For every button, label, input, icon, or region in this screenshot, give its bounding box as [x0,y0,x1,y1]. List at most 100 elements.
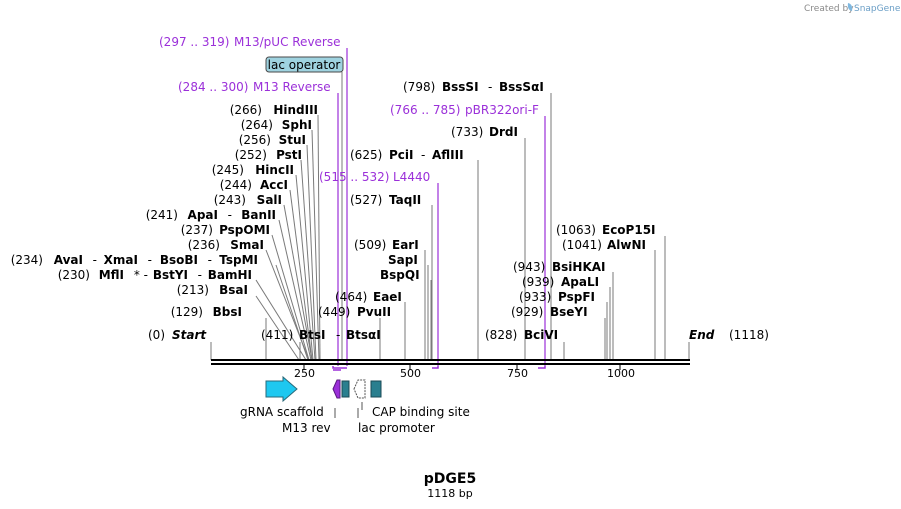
enzyme-position: (798) [403,80,435,94]
enzyme-position: (929) [511,305,543,319]
snapgene-leaf-icon [847,3,853,11]
enzyme-position: (230) [58,268,90,282]
M13-rev-feature [332,379,341,399]
enzyme-name: PciI [389,148,414,162]
enzyme-position: (264) [241,118,273,132]
enzyme-separator: - [198,268,202,282]
enzyme-name: BsaI [219,283,248,297]
enzyme-name: HincII [255,163,294,177]
enzyme-position: (527) [350,193,382,207]
enzyme-name: ApaLI [561,275,599,289]
start-position: (0) [148,328,165,342]
ruler [303,365,621,370]
lac-operator-feature: lac operator [265,56,344,73]
enzyme-name: BtsαI [346,328,381,342]
enzyme-separator: - [208,253,212,267]
enzyme-name: MflI [99,268,124,282]
enzyme-position: (129) [171,305,203,319]
enzyme-position: (241) [146,208,178,222]
enzyme-name: AlwNI [607,238,646,252]
enzyme-separator: - [228,208,232,222]
feature-label: lac operator [268,58,341,72]
enzyme-separator: - [93,253,97,267]
enzyme-position: (733) [451,125,483,139]
enzyme-position: (943) [513,260,545,274]
feature-leaders [334,402,363,418]
credit-brand: SnapGene [854,4,901,14]
primer-range: (766 .. 785) [390,103,460,117]
enzyme-position: (933) [519,290,551,304]
enzyme-position: (256) [239,133,271,147]
enzyme-position: (236) [188,238,220,252]
enzyme-name: SphI [282,118,312,132]
primer-name: M13/pUC Reverse [234,35,341,49]
enzyme-name: BssSI [442,80,479,94]
enzyme-position: (464) [335,290,367,304]
gRNA-scaffold-feature [265,375,298,403]
enzyme-name: BseYI [550,305,588,319]
enzyme-name: DrdI [489,125,518,139]
enzyme-name: StuI [279,133,306,147]
credit-text: Created by [804,4,854,14]
enzyme-position: (828) [485,328,517,342]
enzyme-name: BsoBI [160,253,198,267]
enzyme-position: (234) [11,253,43,267]
gRNA-scaffold-label: gRNA scaffold [240,405,324,419]
enzyme-name: PvuII [357,305,391,319]
enzyme-position: (1063) [556,223,596,237]
enzyme-position: (266) [230,103,262,117]
enzyme-name: BtsI [299,328,326,342]
enzyme-name: BsiHKAI [552,260,606,274]
enzyme-separator: - [421,148,425,162]
end-position: (1118) [729,328,769,342]
enzyme-name: BamHI [208,268,252,282]
enzyme-name: SmaI [230,238,264,252]
enzyme-separator: - [336,328,340,342]
enzyme-position: (243) [214,193,246,207]
enzyme-name: HindIII [273,103,318,117]
dna-backbone [211,359,690,365]
enzyme-name: BanII [241,208,276,222]
enzyme-separator: - [488,80,492,94]
right-enzyme-labels: (411) BtsI - BtsαI (449) PvuII (464) Eae… [261,80,656,342]
tick-label: 500 [400,367,421,380]
enzyme-position: (213) [177,283,209,297]
left-enzyme-labels: BbsI (129) BsaI (213) BamHI - BstYI * - … [11,103,318,319]
primer-labels: (297 .. 319) M13/pUC Reverse (284 .. 300… [159,35,539,184]
enzyme-name: PspOMI [219,223,270,237]
enzyme-name: BssSαI [499,80,544,94]
tick-label: 1000 [607,367,635,380]
enzyme-name: AvaI [54,253,83,267]
enzyme-name: TspMI [219,253,258,267]
enzyme-position: (939) [522,275,554,289]
tick-label: 750 [507,367,528,380]
primer-range: (284 .. 300) [178,80,248,94]
enzyme-name: PstI [276,148,302,162]
lac-promoter-feature [353,379,366,399]
lac-promoter-label: lac promoter [358,421,435,435]
enzyme-position: (625) [350,148,382,162]
plasmid-name: pDGE5 [424,471,476,487]
enzyme-position: (237) [181,223,213,237]
enzyme-name: BbsI [213,305,242,319]
enzyme-name: PspFI [558,290,595,304]
CAP-binding-site-label: CAP binding site [372,405,470,419]
enzyme-name: EarI [392,238,419,252]
enzyme-name: SalI [257,193,282,207]
enzyme-name: AccI [260,178,288,192]
enzyme-position: (245) [212,163,244,177]
primer-name: pBR322ori-F [465,103,539,117]
lac-operator-glyph [341,380,350,398]
primer-range: (297 .. 319) [159,35,229,49]
M13-rev-label: M13 rev [282,421,331,435]
enzyme-position: (449) [318,305,350,319]
enzyme-name: EaeI [373,290,402,304]
enzyme-separator: - [148,253,152,267]
enzyme-name: BciVI [524,328,558,342]
enzyme-name: XmaI [104,253,138,267]
primer-brackets [332,366,546,371]
enzyme-position: (252) [235,148,267,162]
primer-name: L4440 [393,170,430,184]
enzyme-position: (509) [354,238,386,252]
